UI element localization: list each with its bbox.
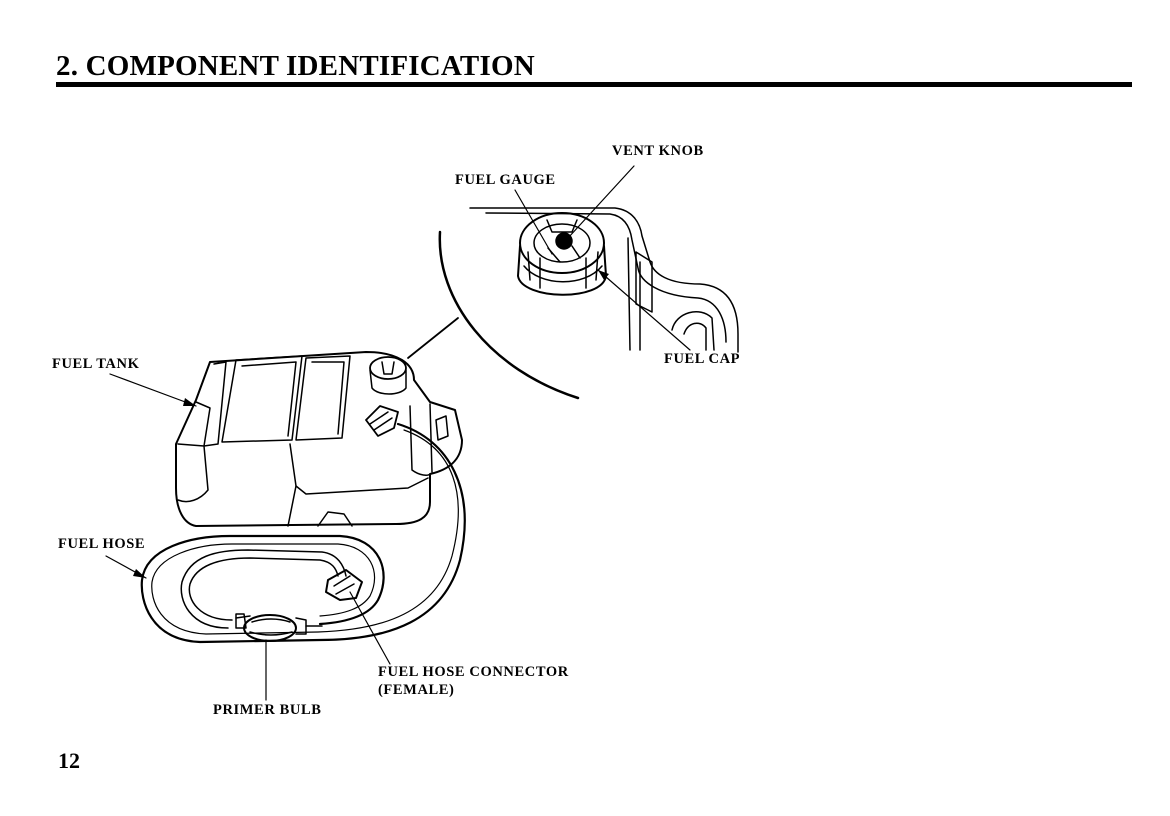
leader-fuel-tank [110,374,196,406]
fuel-hose-drawing [142,424,465,642]
label-primer-bulb: PRIMER BULB [213,702,322,719]
label-fuel-hose: FUEL HOSE [58,536,145,553]
fuel-tank-drawing [176,352,462,526]
label-fuel-cap: FUEL CAP [664,351,740,368]
label-fuel-gauge: FUEL GAUGE [455,172,556,189]
leader-fuel-hose-connector [350,592,390,664]
leader-vent-knob [568,166,634,238]
detail-view [408,208,738,398]
label-fuel-tank: FUEL TANK [52,356,139,373]
label-fuel-hose-connector: FUEL HOSE CONNECTOR [378,664,569,681]
label-vent-knob: VENT KNOB [612,143,704,160]
page-number: 12 [58,748,80,774]
leader-lines [106,166,690,700]
label-fuel-hose-connector-sub: (FEMALE) [378,682,455,699]
